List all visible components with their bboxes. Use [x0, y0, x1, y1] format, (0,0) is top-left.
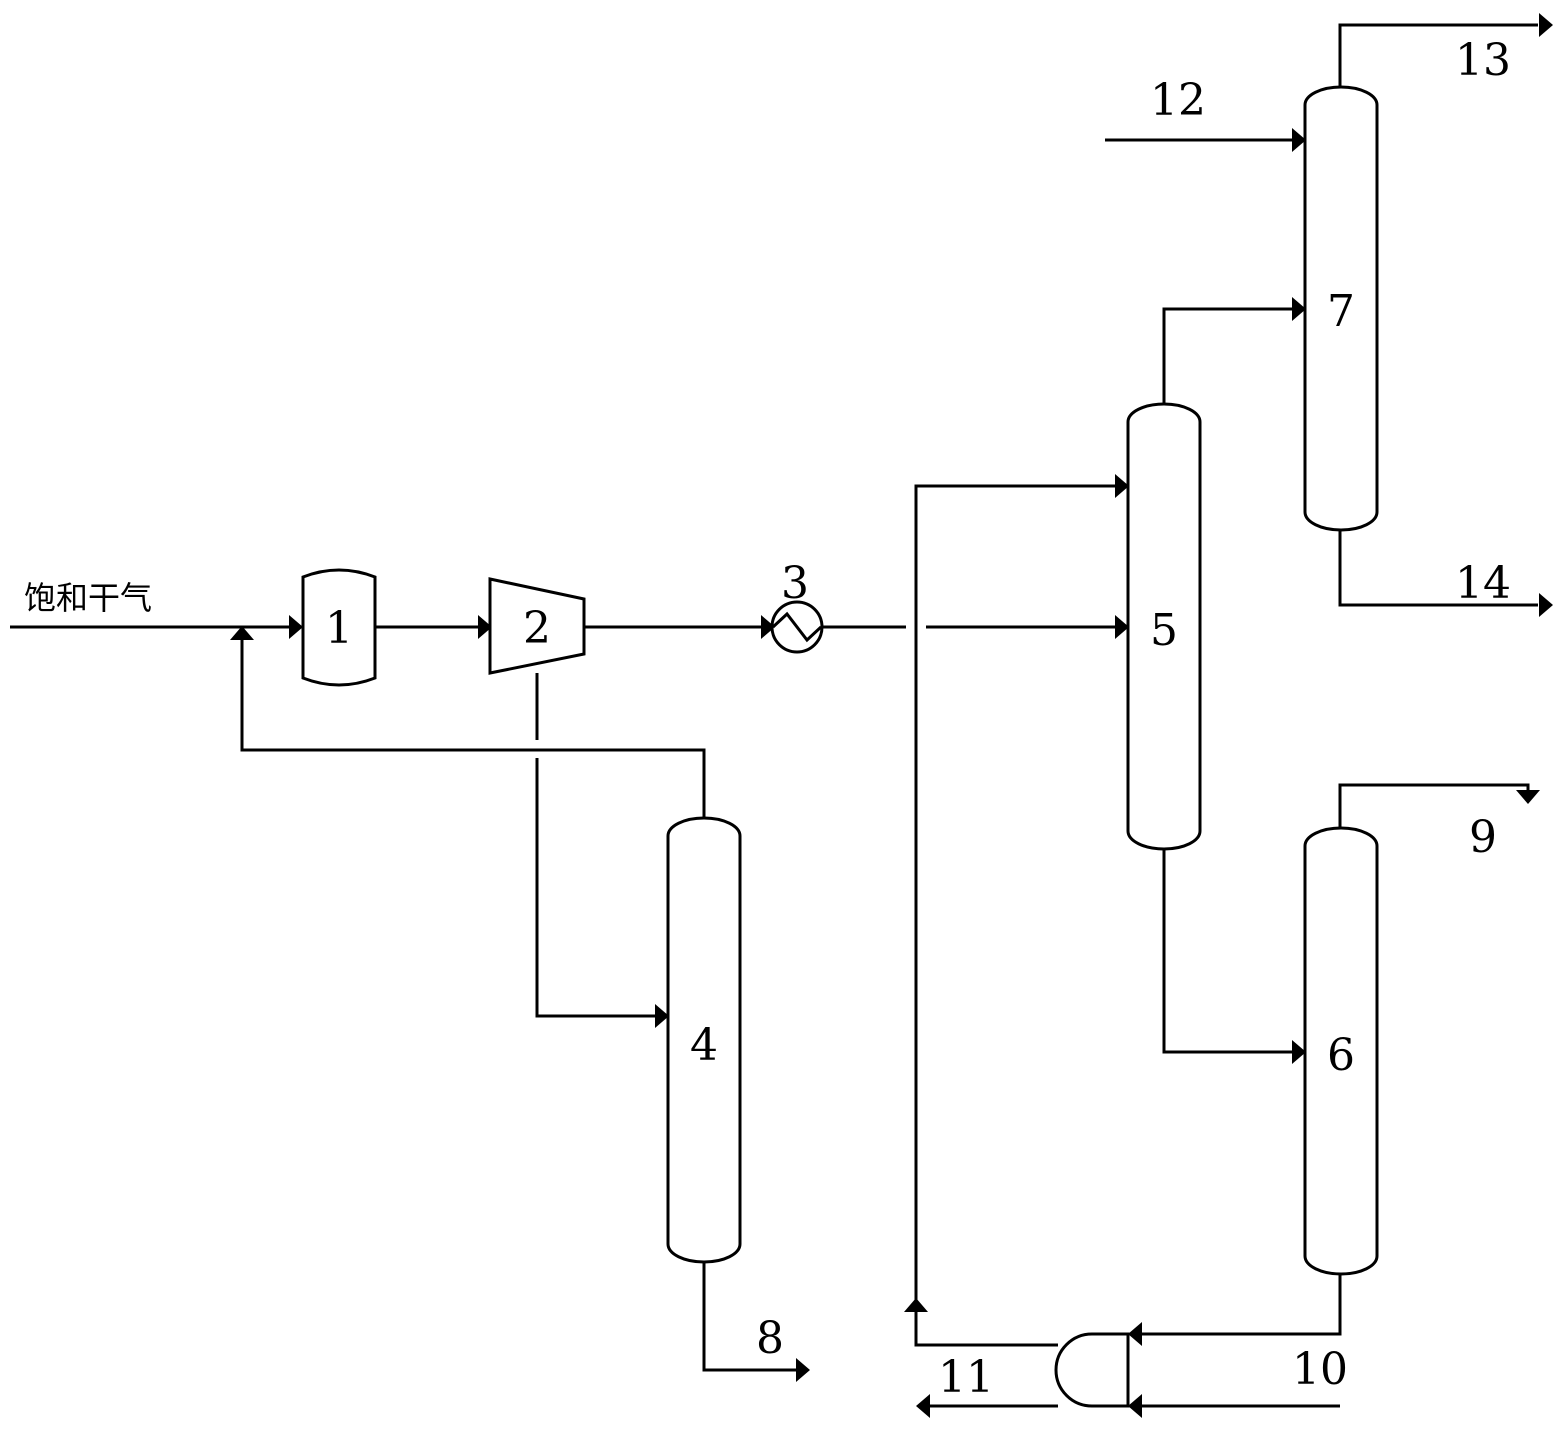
arrow-recycle-up — [904, 1298, 928, 1312]
recycle-riser-to-5 — [916, 486, 1120, 1300]
stream-label-8: 8 — [756, 1313, 784, 1364]
heat-exchanger-3 — [772, 602, 822, 652]
arrow-into-drum-bottom — [1128, 1394, 1142, 1418]
equipment-label-5: 5 — [1150, 605, 1178, 656]
stream-label-10: 10 — [1292, 1344, 1348, 1395]
arrow-stream-8 — [796, 1358, 810, 1382]
arrow-into-1 — [289, 615, 303, 639]
stream-label-12: 12 — [1150, 75, 1206, 126]
equipment-label-1: 1 — [325, 603, 353, 654]
arrow-into-drum-top — [1128, 1322, 1142, 1346]
stream-label-13: 13 — [1455, 35, 1511, 86]
stream-label-11: 11 — [938, 1352, 994, 1403]
line-6-to-drum — [1140, 1274, 1340, 1334]
recycle-drum-to-5 — [916, 1312, 1058, 1345]
arrow-stream-13 — [1539, 13, 1553, 37]
line-5-to-7 — [1164, 309, 1298, 404]
arrow-stream-11 — [916, 1394, 930, 1418]
equipment-label-6: 6 — [1327, 1030, 1355, 1081]
equipment-label-2: 2 — [523, 603, 551, 654]
stream-label-14: 14 — [1455, 558, 1511, 609]
arrow-stream-14 — [1539, 593, 1553, 617]
line-2-to-4-b — [537, 758, 660, 1016]
equipment-label-7: 7 — [1327, 286, 1355, 337]
equipment-label-3: 3 — [781, 558, 809, 609]
stream-9-line — [1340, 785, 1528, 828]
horizontal-drum — [1056, 1334, 1128, 1406]
feed-label: 饱和干气 — [24, 579, 152, 617]
equipment-label-4: 4 — [690, 1020, 718, 1071]
stream-label-9: 9 — [1469, 812, 1497, 863]
line-5-to-6 — [1164, 849, 1298, 1052]
arrow-stream-9 — [1516, 790, 1540, 804]
